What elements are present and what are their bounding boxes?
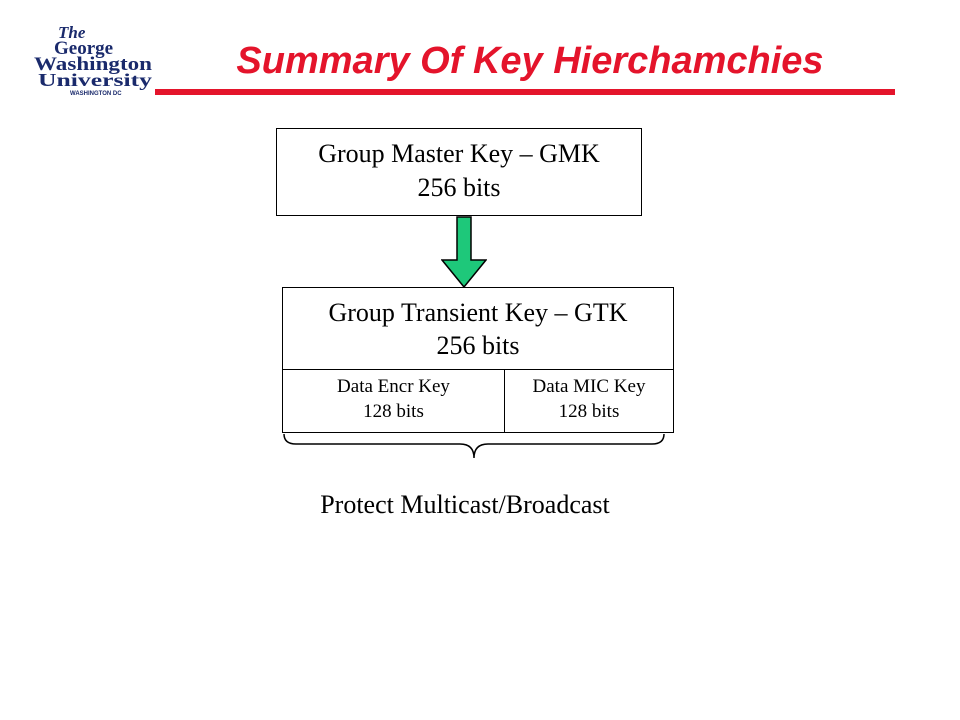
gmk-size: 256 bits [417, 173, 501, 202]
logo-line-george: George [54, 38, 113, 59]
data-mic-key-cell: Data MIC Key 128 bits [505, 370, 673, 432]
data-mic-key-size: 128 bits [558, 401, 620, 422]
data-encr-key-size: 128 bits [363, 401, 424, 422]
gmk-box: Group Master Key – GMK 256 bits [276, 128, 642, 216]
gtk-name: Group Transient Key – GTK [328, 298, 628, 327]
gtk-subkeys: Data Encr Key 128 bits Data MIC Key 128 … [283, 370, 673, 432]
slide-title: Summary Of Key Hierchamchies [236, 40, 824, 82]
down-arrow-icon [441, 216, 487, 288]
data-encr-key-name: Data Encr Key [337, 376, 450, 397]
data-encr-key-cell: Data Encr Key 128 bits [283, 370, 505, 432]
logo-mark: The George Washington University WASHING… [34, 23, 153, 97]
gmk-name: Group Master Key – GMK [318, 139, 600, 168]
gtk-box: Group Transient Key – GTK 256 bits Data … [282, 287, 674, 433]
logo-line-the: The [58, 23, 86, 42]
gtk-header: Group Transient Key – GTK 256 bits [283, 288, 673, 370]
logo-line-washington-dc: WASHINGTON DC [70, 91, 122, 97]
logo-line-washington: Washington [34, 54, 153, 75]
gtk-size: 256 bits [436, 331, 520, 360]
data-mic-key-name: Data MIC Key [532, 376, 646, 397]
logo-line-university: University [38, 70, 152, 90]
curly-brace-icon [283, 433, 665, 459]
protect-caption: Protect Multicast/Broadcast [320, 490, 610, 519]
title-underline [155, 89, 895, 95]
university-logo: The George Washington University WASHING… [30, 18, 160, 98]
